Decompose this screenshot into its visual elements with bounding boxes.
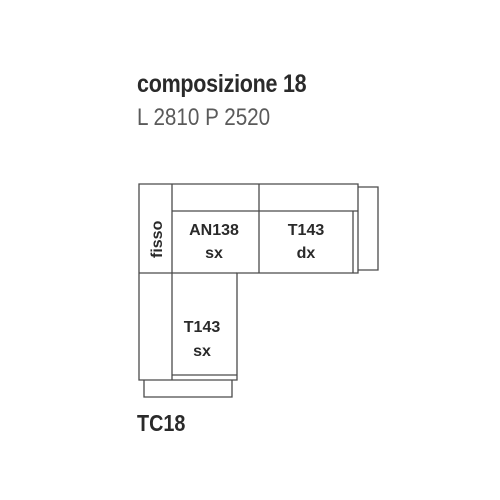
fixed-back-label: fisso (149, 220, 166, 258)
right-module-name: T143 (288, 222, 325, 239)
composition-title: composizione 18 (137, 70, 307, 98)
lower-module-side: sx (193, 343, 211, 360)
composition-dimensions: L 2810 P 2520 (137, 104, 271, 131)
lower-module-name: T143 (184, 319, 221, 336)
corner-module-name: AN138 (189, 222, 239, 239)
right-armrest (358, 186, 379, 271)
bottom-armrest (143, 380, 233, 398)
corner-module-side: sx (205, 245, 223, 262)
composition-code: TC18 (137, 410, 186, 436)
right-module-side: dx (297, 245, 316, 262)
